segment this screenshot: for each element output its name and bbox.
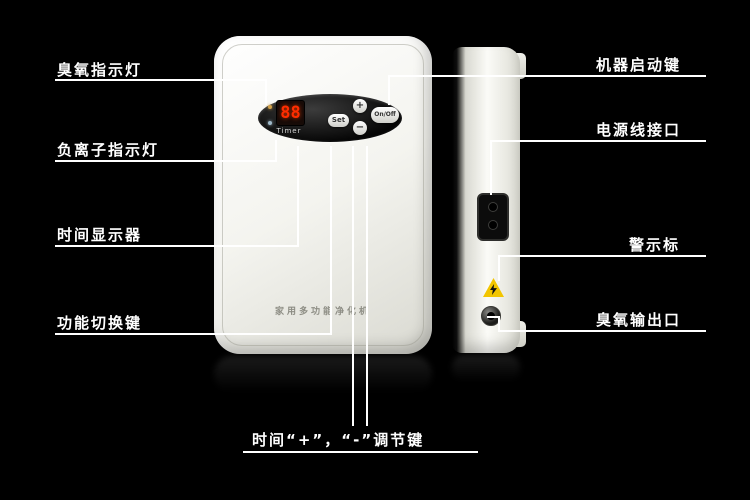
label-function-switch: 功能切换键 [57, 314, 143, 332]
device-front-view: 88 Timer Set + − On/Off 家用多功能净化机 [214, 36, 432, 354]
callout-line [388, 75, 390, 105]
callout-line [297, 146, 299, 247]
onoff-button: On/Off [371, 107, 399, 123]
timer-digits: 88 [280, 103, 301, 123]
callout-line [275, 140, 277, 162]
label-ozone-indicator: 臭氧指示灯 [57, 61, 143, 79]
label-ozone-output: 臭氧输出口 [596, 311, 682, 329]
device-side-view [452, 47, 526, 353]
control-panel-oval: 88 Timer Set + − On/Off [258, 94, 402, 142]
label-machine-start: 机器启动键 [596, 56, 682, 74]
lightning-bolt-icon [490, 284, 497, 295]
callout-line [352, 146, 354, 426]
set-button: Set [328, 114, 349, 127]
timer-label: Timer [276, 127, 302, 135]
label-power-cord-port: 电源线接口 [596, 121, 682, 139]
callout-line [55, 245, 299, 247]
callout-line [487, 316, 500, 318]
callout-line [55, 160, 277, 162]
plus-button: + [353, 99, 367, 113]
timer-display: 88 [276, 100, 305, 126]
callout-line [55, 79, 267, 81]
label-time-display: 时间显示器 [57, 226, 143, 244]
label-time-adjust: 时间“+”，“-”调节键 [252, 431, 425, 449]
label-warning-sign: 警示标 [629, 236, 681, 254]
callout-line [498, 330, 706, 332]
callout-line [498, 317, 500, 332]
callout-line [265, 79, 267, 105]
callout-line [490, 140, 492, 195]
socket-pin-hole [488, 202, 498, 212]
callout-line [243, 451, 478, 453]
device-name-text: 家用多功能净化机 [274, 307, 371, 317]
callout-line [330, 146, 332, 335]
callout-line [498, 255, 500, 281]
minus-button: − [353, 121, 367, 135]
callout-line [55, 333, 332, 335]
callout-line [388, 75, 706, 77]
callout-line [498, 255, 706, 257]
front-device-reflection [214, 356, 432, 392]
callout-line [490, 140, 706, 142]
label-negative-ion-indicator: 负离子指示灯 [57, 141, 160, 159]
side-device-reflection [452, 355, 520, 381]
power-socket [477, 193, 509, 241]
callout-line [366, 146, 368, 426]
ozone-indicator-led [268, 105, 272, 109]
socket-pin-hole [488, 220, 498, 230]
negative-ion-indicator-led [268, 121, 272, 125]
device-front-bezel [222, 44, 424, 346]
